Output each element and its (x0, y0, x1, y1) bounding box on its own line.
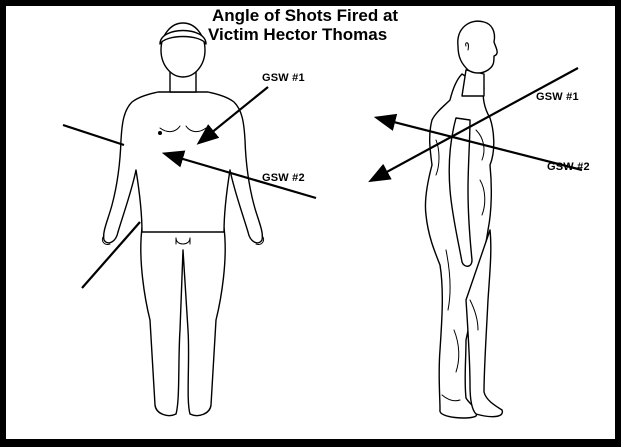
title-line-2: Victim Hector Thomas (208, 25, 468, 44)
front-body-figure (102, 23, 263, 416)
side-gsw2-label: GSW #2 (547, 161, 590, 173)
front-upper-line (63, 125, 124, 145)
side-gsw1-label: GSW #1 (536, 91, 579, 103)
side-body-figure (425, 21, 502, 418)
front-gsw1-label: GSW #1 (262, 72, 305, 84)
front-gsw2-label: GSW #2 (262, 172, 305, 184)
diagram-title: Angle of Shots Fired at Victim Hector Th… (208, 6, 468, 44)
title-line-1: Angle of Shots Fired at (208, 6, 468, 25)
